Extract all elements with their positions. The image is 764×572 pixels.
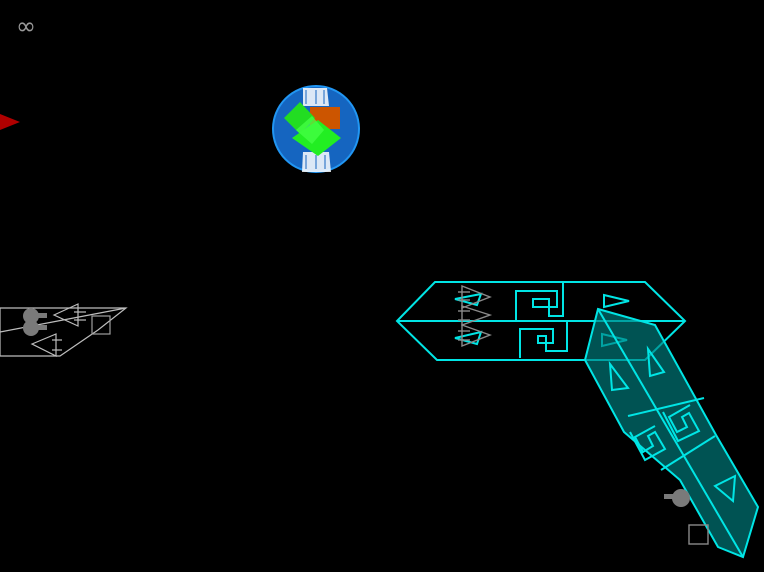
player-thruster-5 <box>608 360 630 392</box>
enemy-hull <box>0 307 128 357</box>
player-ship[interactable] <box>395 281 760 559</box>
player-greek-key-bottom <box>519 322 568 358</box>
enemy-ship[interactable] <box>0 303 128 357</box>
planet[interactable] <box>272 85 360 173</box>
player-greek-key-diag-2 <box>662 404 701 443</box>
enemy-turret-1 <box>52 303 79 327</box>
planet-land-c <box>296 116 324 144</box>
infinity-icon: ∞ <box>16 12 36 40</box>
player-greek-key-top <box>515 283 564 320</box>
player-thruster-4 <box>454 330 483 346</box>
enemy-weapon-mount-1 <box>23 308 47 324</box>
enemy-weapon-mount-2 <box>23 320 47 336</box>
player-thruster-1 <box>603 293 630 309</box>
player-weapon-mount <box>664 489 690 507</box>
player-thruster-3 <box>454 292 483 307</box>
offscreen-enemy-indicator <box>0 114 20 130</box>
player-turret-cluster <box>458 284 493 348</box>
player-thruster-7 <box>713 474 737 504</box>
enemy-turret-2 <box>30 333 57 357</box>
player-greek-key-diag-1 <box>629 425 667 462</box>
player-module <box>688 524 709 545</box>
enemy-module <box>91 315 111 335</box>
player-thruster-6 <box>646 345 666 378</box>
